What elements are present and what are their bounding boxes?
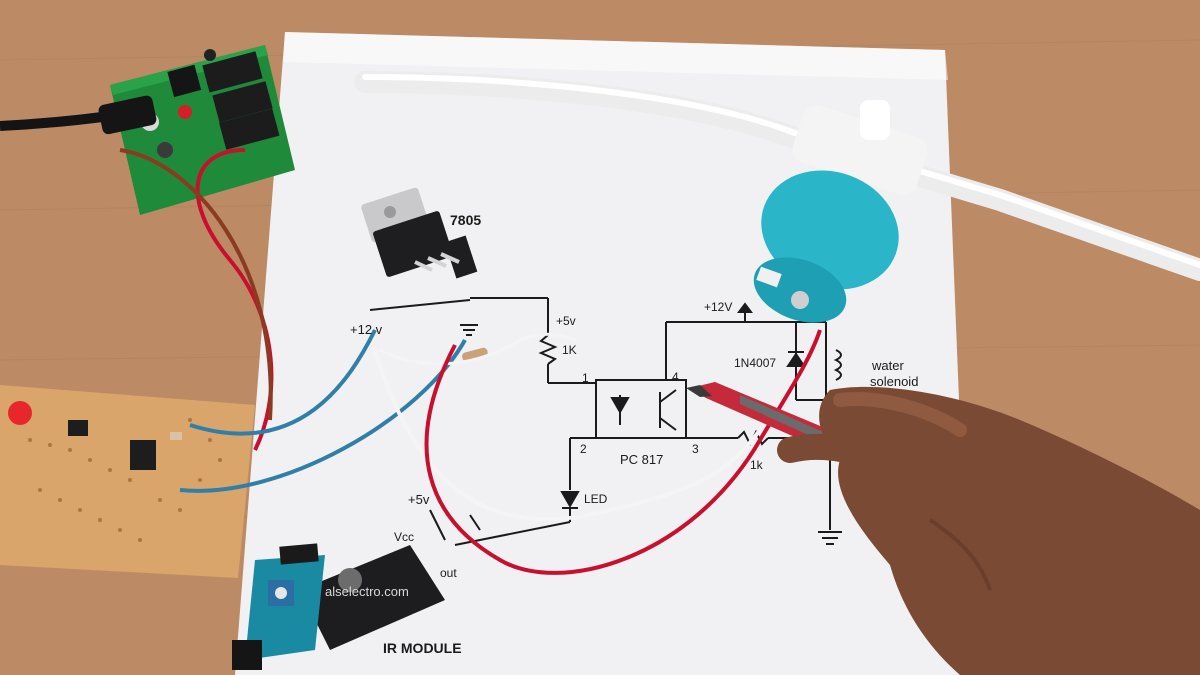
solenoid-label-line2: solenoid [870, 374, 919, 389]
watermark: alselectro.com [325, 584, 409, 599]
red-wire-2 [424, 329, 822, 575]
regulator-label: 7805 [450, 212, 482, 228]
supply-12v-right-label: +12V [704, 300, 733, 314]
vcc-label: Vcc [394, 530, 415, 544]
white-tube [354, 71, 1200, 281]
resistor-bottom-label: 1k [750, 458, 763, 472]
hand [777, 386, 1200, 675]
pin4-label: 4 [672, 370, 679, 384]
diode-label: 1N4007 [734, 356, 777, 370]
regulator-7805-photo [361, 187, 478, 279]
out-label: out [440, 566, 457, 580]
plus5v-resistor-label: +5v [556, 314, 576, 328]
perfboard [0, 385, 255, 578]
led-label: LED [584, 492, 608, 506]
ir-sensor-modules [232, 543, 445, 670]
pin2-label: 2 [580, 442, 587, 456]
solenoid-valve-photo [753, 100, 928, 323]
supply-12v-left-label: +12 v [350, 322, 383, 337]
pin1-label: 1 [582, 371, 589, 385]
module-name-label: IR MODULE [383, 640, 462, 656]
plus5v-module-label: +5v [408, 492, 430, 507]
resistor-1k-label: 1K [562, 343, 577, 357]
pin3-label: 3 [692, 442, 699, 456]
optocoupler-label: PC 817 [620, 452, 664, 467]
blue-wire-1 [189, 329, 377, 436]
solenoid-label-line1: water [872, 358, 904, 373]
green-pcb-board [110, 45, 295, 215]
white-wire [373, 349, 762, 522]
